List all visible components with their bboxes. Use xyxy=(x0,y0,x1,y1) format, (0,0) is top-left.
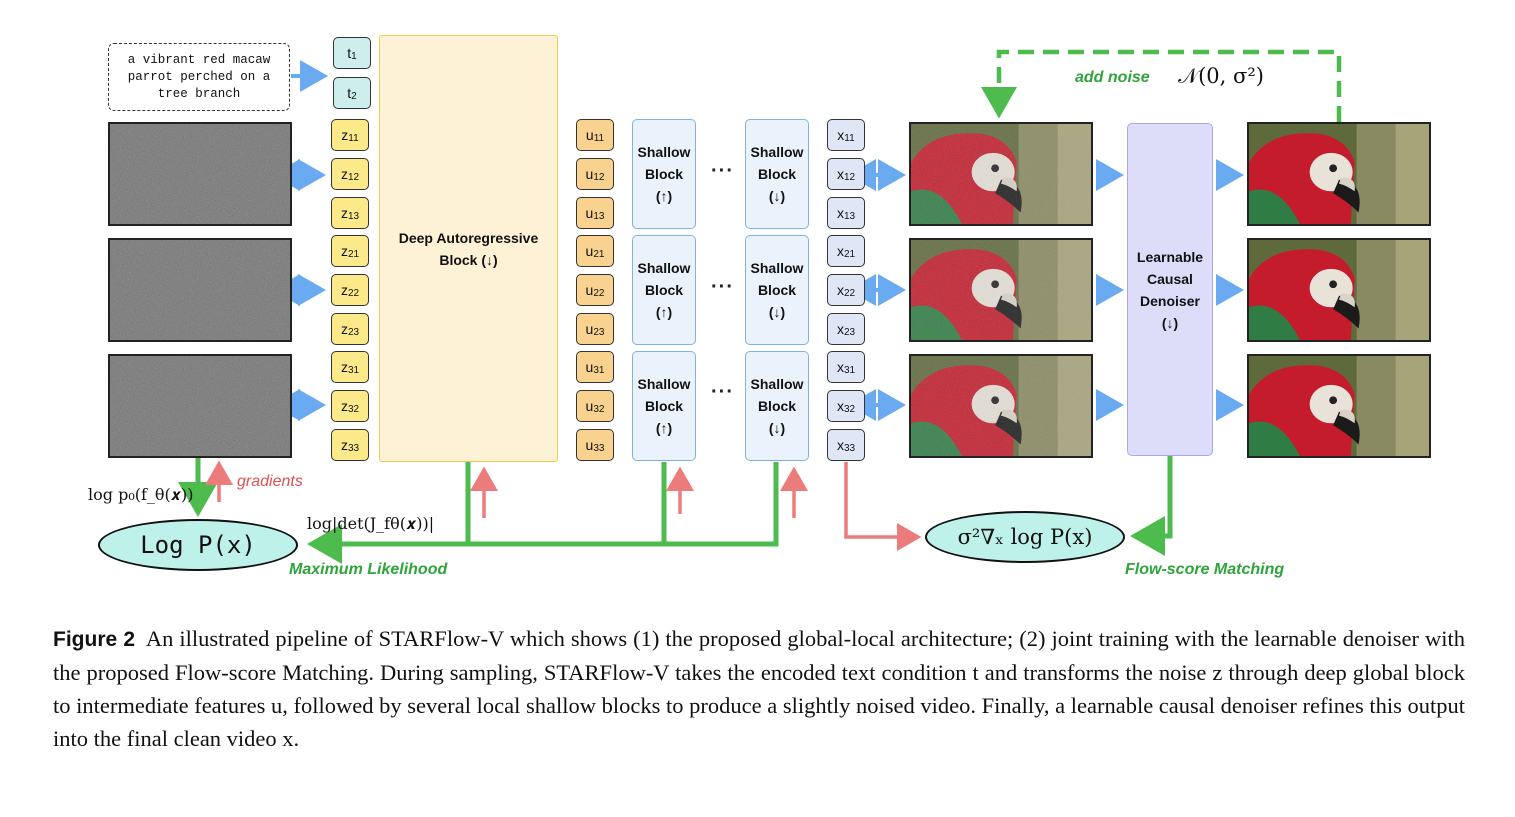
shallow-block-label: Block xyxy=(757,282,797,298)
gradients-label: gradients xyxy=(237,473,303,490)
shallow-block-label: (↓) xyxy=(768,420,786,436)
deep-block-label-2: Block (↓) xyxy=(439,251,498,268)
noisy-parrot-frame-3 xyxy=(909,354,1093,458)
shallow-block-label: Shallow xyxy=(637,144,691,160)
log-p0-label: log p₀(f_θ(𝒙)) xyxy=(88,485,194,504)
denoiser-label-2: Causal xyxy=(1147,270,1193,287)
shallow-block-label: Block xyxy=(644,166,684,182)
clean-parrot-frame-3 xyxy=(1247,354,1431,458)
score-label: σ²∇ₓ log P(x) xyxy=(957,525,1093,549)
shallow-block-label: Shallow xyxy=(750,144,804,160)
denoiser-label-4: (↓) xyxy=(1161,314,1179,331)
denoiser-score-arrow xyxy=(1130,456,1173,556)
flow-score-matching-label: Flow-score Matching xyxy=(1125,561,1285,578)
shallow-block-label: Shallow xyxy=(750,260,804,276)
caption-text: An illustrated pipeline of STARFlow-V wh… xyxy=(53,626,1465,751)
figure-caption: Figure 2 An illustrated pipeline of STAR… xyxy=(53,622,1465,755)
log-px-node: Log P(x) xyxy=(98,519,298,571)
denoiser-label-3: Denoiser xyxy=(1140,292,1200,309)
score-node: σ²∇ₓ log P(x) xyxy=(925,511,1125,563)
shallow-block-label: Shallow xyxy=(637,376,691,392)
noise-frame-3 xyxy=(108,354,292,458)
shallow-block-label: Block xyxy=(644,282,684,298)
deep-autoregressive-block: Deep Autoregressive Block (↓) xyxy=(379,35,558,462)
maximum-likelihood-label: Maximum Likelihood xyxy=(289,561,448,578)
shallow-block-label: Shallow xyxy=(750,376,804,392)
noisy-parrot-frame-1 xyxy=(909,122,1093,226)
log-det-label: log|det(J_fθ(𝒙))| xyxy=(307,514,435,533)
shallow-block-label: (↓) xyxy=(768,304,786,320)
noise-frame-2 xyxy=(108,238,292,342)
shallow-down-path xyxy=(664,462,779,547)
shallow-block-label: Block xyxy=(644,398,684,414)
clean-parrot-frame-2 xyxy=(1247,238,1431,342)
ellipsis-1: ··· xyxy=(711,160,734,182)
shallow-block-label: (↑) xyxy=(655,420,673,436)
normal-distribution-label: 𝒩(0, σ²) xyxy=(1178,64,1264,88)
add-noise-label: add noise xyxy=(1075,69,1150,86)
shallow-block-label: Block xyxy=(757,166,797,182)
log-px-label: Log P(x) xyxy=(140,531,256,559)
noise-frame-1 xyxy=(108,122,292,226)
ellipsis-2: ··· xyxy=(711,276,734,298)
text-prompt: a vibrant red macaw parrot perched on a … xyxy=(127,52,271,101)
clean-parrot-frame-1 xyxy=(1247,122,1431,226)
shallow-up-path xyxy=(468,462,667,547)
x-score-arrow xyxy=(844,462,922,551)
shallow-block-label: Shallow xyxy=(637,260,691,276)
add-noise-loop xyxy=(981,49,1342,122)
learnable-causal-denoiser: Learnable Causal Denoiser (↓) xyxy=(1127,123,1213,456)
shallow-block-label: (↑) xyxy=(655,304,673,320)
shallow-block-label: (↓) xyxy=(768,188,786,204)
caption-label: Figure 2 xyxy=(53,628,136,651)
noisy-parrot-frame-2 xyxy=(909,238,1093,342)
text-prompt-box: a vibrant red macaw parrot perched on a … xyxy=(108,43,290,111)
shallow-block-label: (↑) xyxy=(655,188,673,204)
shallow-block-label: Block xyxy=(757,398,797,414)
deep-block-label-1: Deep Autoregressive xyxy=(398,229,539,246)
ellipsis-3: ··· xyxy=(711,381,734,403)
denoiser-label-1: Learnable xyxy=(1136,248,1204,265)
